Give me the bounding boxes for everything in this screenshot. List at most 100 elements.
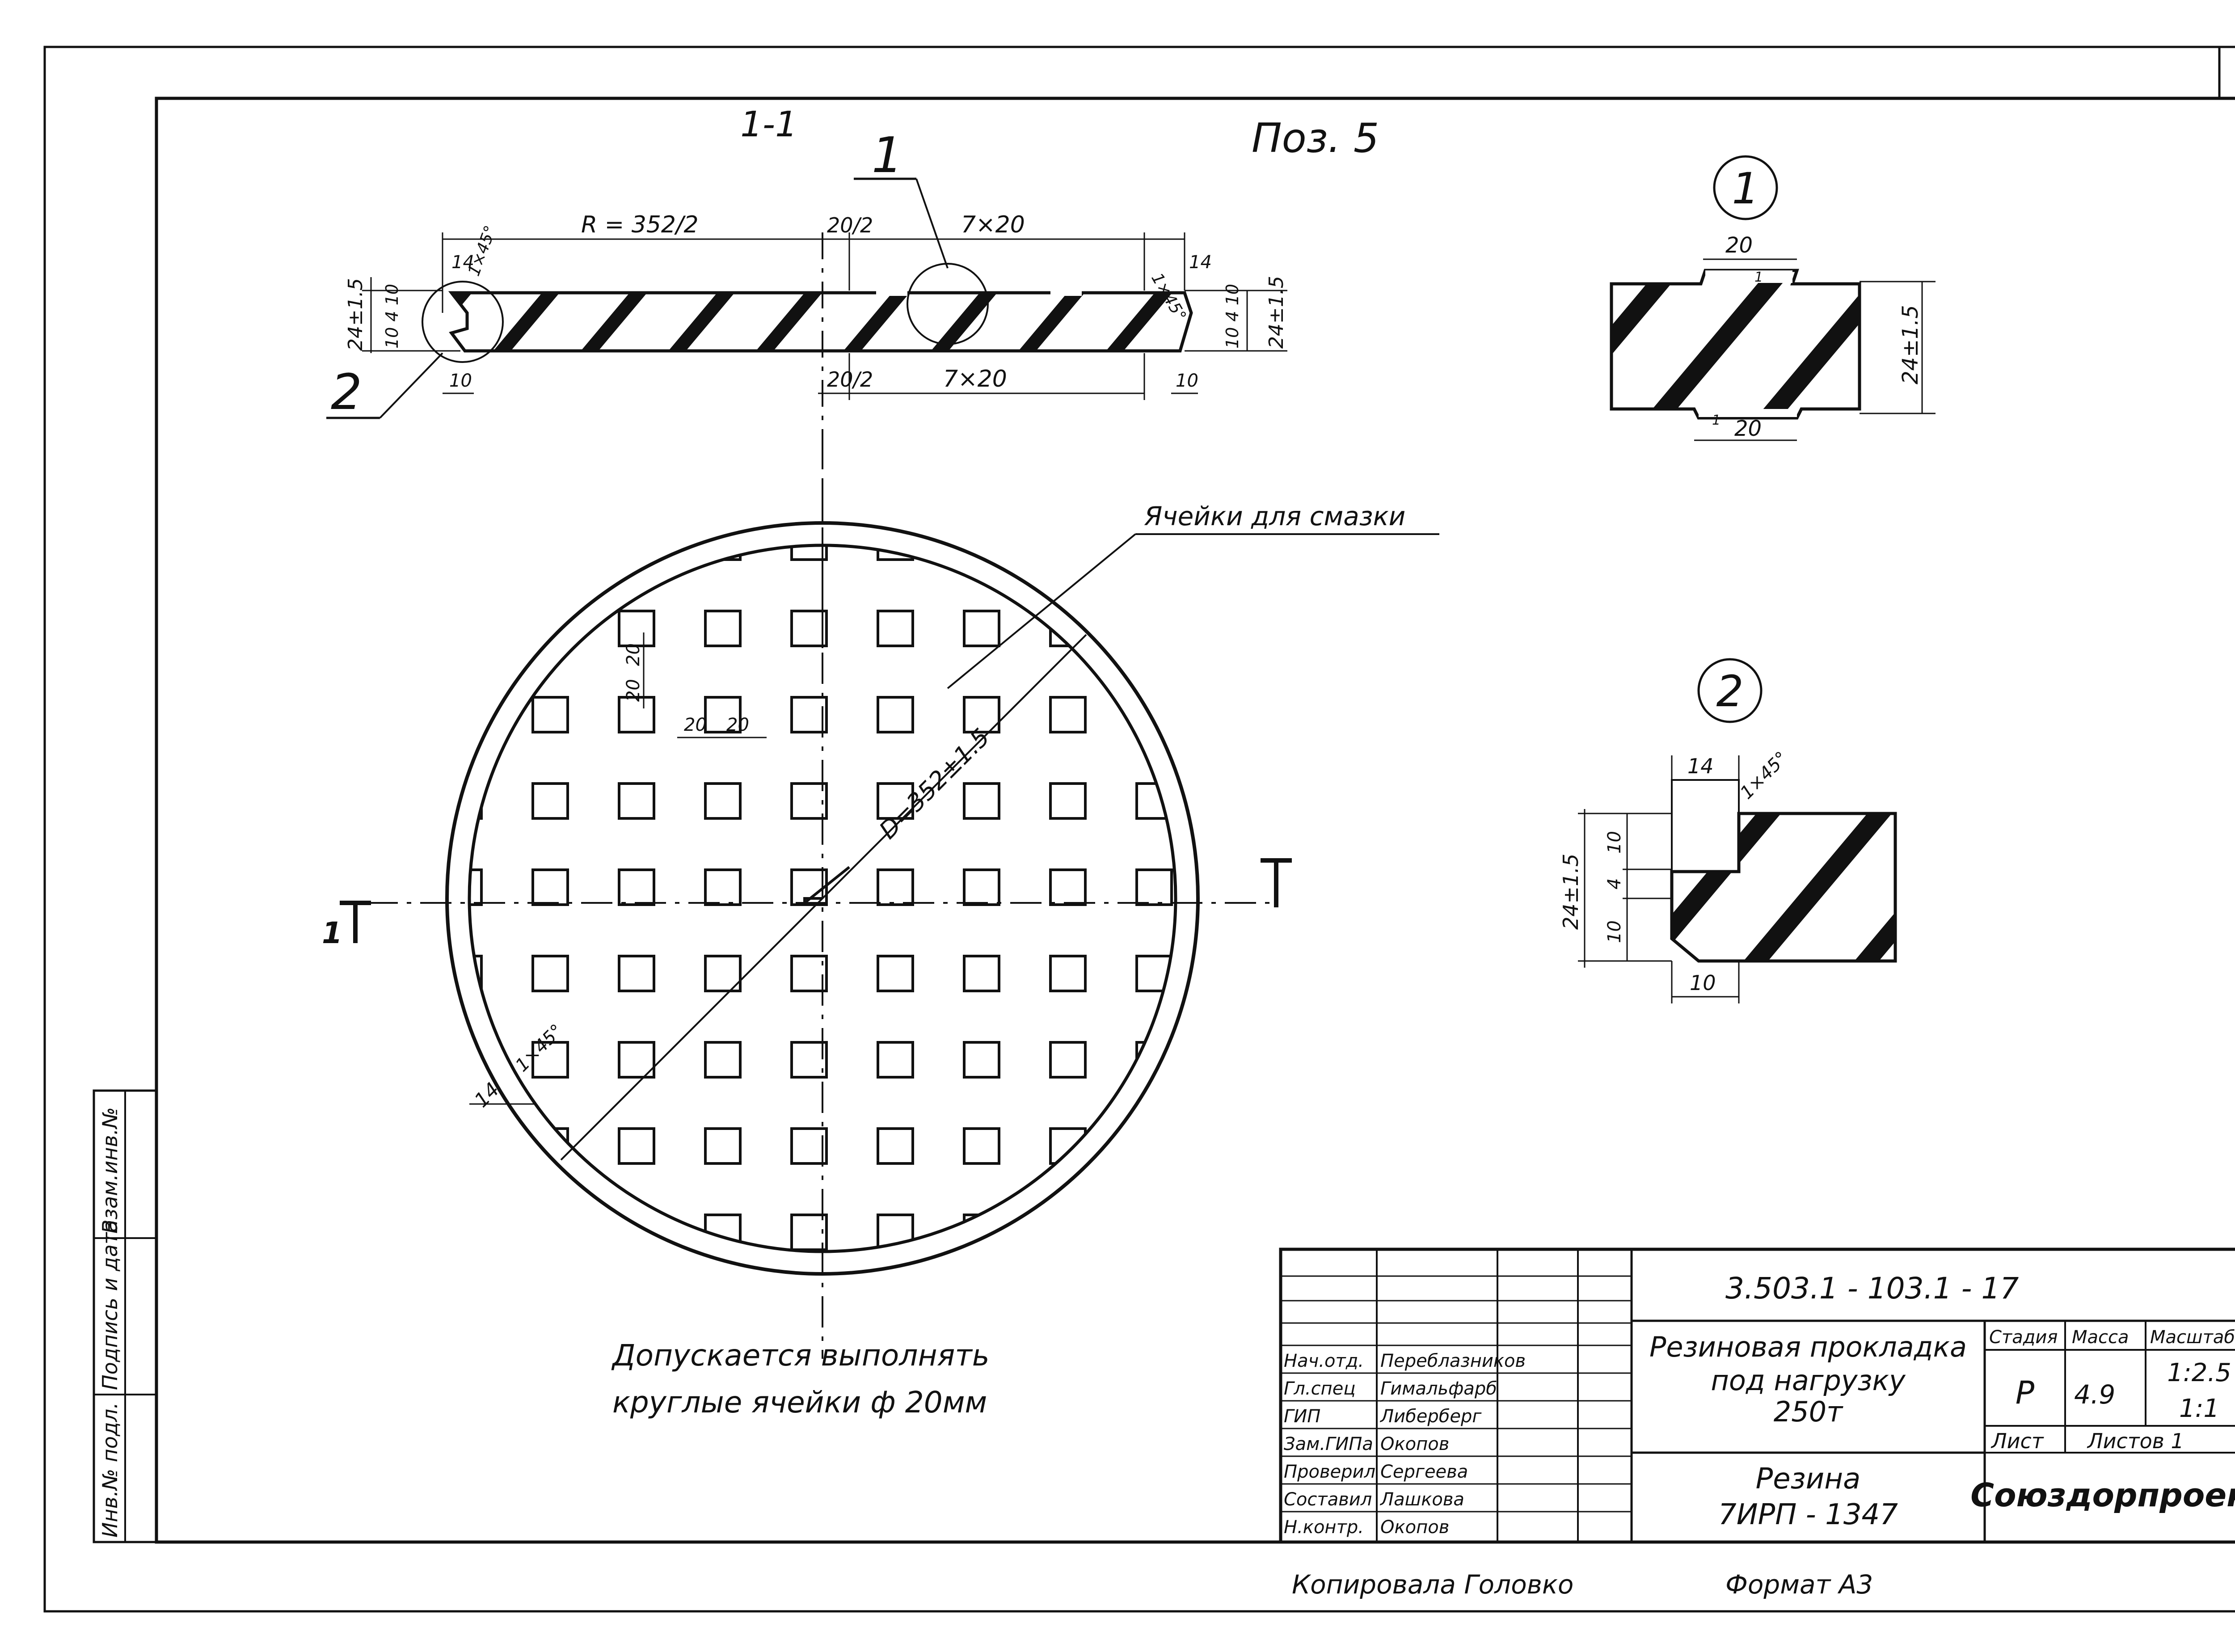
lubrication-cell	[790, 1127, 828, 1165]
lubrication-cell	[1135, 1214, 1173, 1251]
lubrication-cell	[618, 545, 655, 561]
dim-pitch-bottom: 7×20	[943, 366, 1007, 392]
side-stamp-sign-date: Подпись и дата	[98, 1220, 122, 1390]
lubrication-cell	[1049, 1214, 1087, 1251]
plan-view: 1 D=352±1.5 14 1×45° 20 20 20 20 Ячейки …	[322, 438, 1439, 1359]
lubrication-cell	[963, 610, 1000, 647]
lubrication-cell	[531, 955, 569, 992]
role-label: Гл.спец	[1284, 1378, 1356, 1399]
page-number-box	[2218, 46, 2235, 100]
scale-value-1: 1:2.5	[2167, 1358, 2231, 1387]
dim-pitch-top: 7×20	[961, 211, 1025, 238]
detail-1-section	[1610, 269, 1861, 420]
lubrication-cell	[790, 610, 828, 647]
lubrication-cell	[877, 868, 914, 906]
lubrication-cell	[360, 611, 395, 646]
role-name: Либерберг	[1379, 1406, 1482, 1427]
lubrication-cell	[618, 610, 655, 647]
dim-thick-left: 24±1.5	[344, 278, 367, 351]
lubrication-cell	[877, 696, 914, 733]
dim-half-top: 20/2	[827, 213, 873, 237]
dim-cell-h2: 20	[726, 715, 749, 735]
lubrication-cell	[704, 1041, 742, 1079]
scale-value-2: 1:1	[2179, 1394, 2219, 1423]
lubrication-cell	[1223, 1215, 1258, 1250]
doc-code: 3.503.1 - 103.1 - 17	[1725, 1271, 2019, 1306]
dim-right-10: 10	[1176, 371, 1198, 391]
detail-2-marker	[1697, 658, 1763, 723]
lubrication-cell	[531, 1214, 569, 1251]
mass-value: 4.9	[2074, 1379, 2115, 1410]
lubrication-cell	[360, 525, 395, 560]
lubrication-cell	[360, 1129, 395, 1163]
section-view: 1-1 Поз. 5 R = 352/2 20/2 7×20 14 1×45° …	[326, 105, 1379, 648]
dim-radius: R = 352/2	[581, 211, 699, 238]
lubrication-cell	[704, 955, 742, 992]
lubrication-cell	[531, 696, 569, 733]
lubrication-cell	[1135, 610, 1173, 647]
format-note: Формат А3	[1725, 1569, 1873, 1600]
dim-left-10: 10	[449, 371, 472, 391]
dim-cell-h1: 20	[684, 715, 707, 735]
lubrication-cell	[877, 1041, 914, 1079]
role-name: Лашкова	[1379, 1489, 1464, 1510]
detail-1-callout-circle	[907, 263, 989, 345]
detail-2-dim-chamfer: 1×45°	[1737, 748, 1792, 803]
detail-2-dim-10-bottom: 10	[1604, 920, 1625, 943]
role-name: Гимальфарб	[1380, 1378, 1497, 1399]
lubrication-cell	[704, 868, 742, 906]
callout-2: 2	[331, 363, 362, 421]
detail-1: 1 20 1 20 1 24±1.5	[1610, 155, 1936, 441]
detail-1-dim-top-depth: 1	[1754, 270, 1763, 285]
lubrication-cell	[531, 782, 569, 820]
lubrication-cell	[1049, 696, 1087, 733]
mass-header: Масса	[2072, 1327, 2129, 1348]
dim-layers-left: 10 4 10	[382, 284, 402, 349]
lubrication-cell	[618, 1127, 655, 1165]
lubrication-cell	[877, 545, 914, 561]
stage-value: Р	[2016, 1374, 2035, 1411]
role-name: Переблазников	[1380, 1351, 1526, 1371]
lubrication-cell	[877, 955, 914, 992]
lubrication-cell	[618, 782, 655, 820]
lubrication-cell	[531, 545, 569, 561]
lubrication-cell	[877, 1127, 914, 1165]
detail-2-dim-10-top: 10	[1604, 831, 1625, 854]
lubrication-cell	[1049, 955, 1087, 992]
detail-2-dim-14: 14	[1687, 754, 1714, 778]
copied-by: Копировала Головко	[1292, 1569, 1573, 1600]
lubrication-cell	[360, 784, 395, 818]
lubrication-cell	[704, 610, 742, 647]
lubrication-cell	[790, 782, 828, 820]
material-line-2: 7ИРП - 1347	[1718, 1498, 1898, 1531]
sheets-label: Листов 1	[2087, 1429, 2184, 1453]
position-label: Поз. 5	[1252, 115, 1379, 162]
detail-1-dim-thickness: 24±1.5	[1898, 305, 1923, 384]
lubrication-cell	[704, 1127, 742, 1165]
detail-1-marker	[1713, 155, 1778, 220]
detail-2-callout-circle	[422, 281, 504, 363]
lubrication-cell	[704, 696, 742, 733]
name-line-2: под нагрузку	[1711, 1364, 1906, 1397]
lubrication-cell	[963, 696, 1000, 733]
lubrication-cell	[360, 697, 395, 732]
name-line-3: 250т	[1774, 1395, 1843, 1428]
lubrication-cell	[1223, 1042, 1258, 1077]
lubrication-cell	[1223, 611, 1258, 646]
role-name: Сергеева	[1380, 1462, 1468, 1482]
lubrication-cell	[790, 696, 828, 733]
lubrication-cell	[1049, 1127, 1087, 1165]
stage-header: Стадия	[1989, 1327, 2058, 1348]
lubrication-cell	[1223, 784, 1258, 818]
detail-1-dim-bottom: 20	[1734, 416, 1762, 441]
side-stamp-inv-orig: Инв.№ подл.	[98, 1402, 122, 1538]
role-label: Нач.отд.	[1284, 1351, 1364, 1371]
lubrication-cell	[1049, 868, 1087, 906]
lubrication-cell	[618, 955, 655, 992]
lubrication-cell	[790, 955, 828, 992]
note: Допускается выполнять круглые ячейки ф 2…	[611, 1338, 990, 1420]
role-label: Н.контр.	[1284, 1517, 1364, 1538]
lubrication-cell	[963, 955, 1000, 992]
outer-frame	[43, 46, 2235, 1613]
